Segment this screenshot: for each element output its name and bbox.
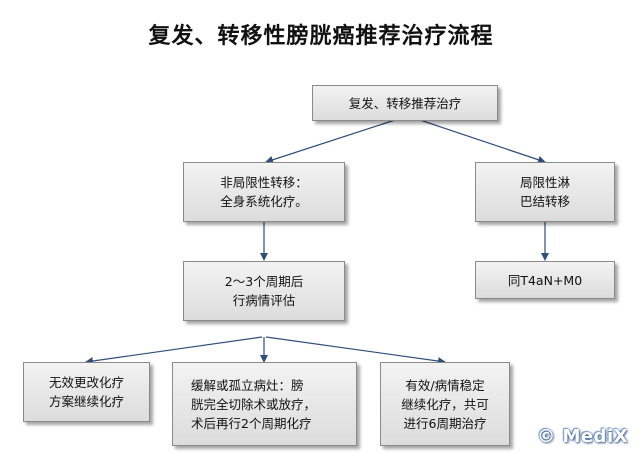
node-local-lymph-line-2: 巴结转移: [519, 194, 570, 209]
node-remission-line-3: 术后再行2个周期化疗: [191, 415, 312, 431]
medix-watermark: © MediX: [537, 426, 628, 447]
node-eval-line-2: 行病情评估: [232, 293, 296, 308]
arrow-eval-to-stable: [265, 336, 446, 365]
node-evaluation: 2～3个周期后 行病情评估: [183, 261, 345, 321]
node-root-line-1: 复发、转移推荐治疗: [348, 95, 462, 111]
node-ineffective-line-2: 方案继续化疗: [48, 394, 124, 409]
node-local-lymph-metastasis: 局限性淋 巴结转移: [475, 162, 615, 222]
node-t4-line-1: 同T4aN+M0: [507, 272, 583, 288]
node-stable-line-1: 有效/病情稳定: [405, 377, 485, 393]
node-non-local-line-2: 全身系统化疗。: [220, 194, 308, 209]
node-ineffective: 无效更改化疗 方案继续化疗: [23, 362, 150, 422]
node-stable-line-2: 继续化疗，共可: [401, 396, 489, 412]
node-same-as-t4: 同T4aN+M0: [475, 261, 615, 299]
node-ineffective-line-1: 无效更改化疗: [48, 375, 124, 390]
node-stable: 有效/病情稳定 继续化疗，共可 进行6周期治疗: [380, 362, 510, 446]
arrow-root-to-non-local: [265, 119, 396, 164]
node-remission-line-2: 胱完全切除术或放疗，: [191, 396, 317, 412]
node-non-local-line-1: 非局限性转移：: [220, 175, 308, 190]
node-local-lymph-line-1: 局限性淋: [519, 175, 570, 190]
diagram-title: 复发、转移性膀胱癌推荐治疗流程: [148, 24, 494, 49]
node-non-local-metastasis: 非局限性转移： 全身系统化疗。: [183, 162, 345, 222]
node-remission: 缓解或孤立病灶：膀 胱完全切除术或放疗， 术后再行2个周期化疗: [172, 362, 357, 446]
arrow-root-to-local-lymph: [419, 119, 546, 164]
node-remission-line-1: 缓解或孤立病灶：膀: [191, 377, 304, 393]
arrow-eval-to-ineffective: [85, 336, 263, 365]
node-eval-line-1: 2～3个周期后: [224, 274, 304, 289]
node-root: 复发、转移推荐治疗: [312, 85, 498, 121]
node-stable-line-3: 进行6周期治疗: [403, 415, 487, 431]
